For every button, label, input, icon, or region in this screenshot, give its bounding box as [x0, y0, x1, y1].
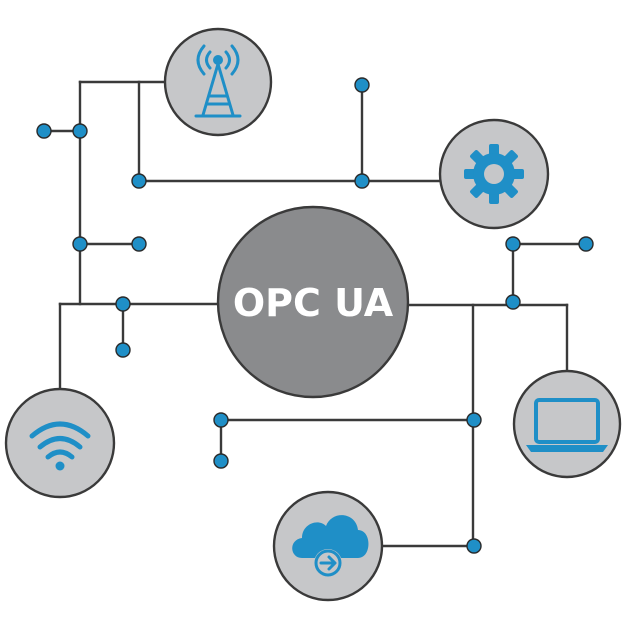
radio-tower-icon: [194, 44, 242, 118]
opc-ua-hub: OPC UA: [216, 205, 410, 399]
node-circle: [163, 27, 273, 137]
junction-dot: [131, 236, 147, 252]
junction-dots: [36, 77, 594, 554]
laptop-icon: [526, 398, 608, 452]
node-cloud: [272, 490, 384, 602]
junction-dot: [505, 236, 521, 252]
junction-dot: [466, 412, 482, 428]
junction-dot: [213, 412, 229, 428]
node-radio-tower: [163, 27, 273, 137]
junction-dot: [72, 236, 88, 252]
junction-dot: [213, 453, 229, 469]
junction-dot: [36, 123, 52, 139]
junction-dot: [115, 342, 131, 358]
node-gear: [438, 118, 550, 230]
junction-dot: [578, 236, 594, 252]
gear-icon: [464, 144, 524, 204]
junction-dot: [115, 296, 131, 312]
node-laptop: [512, 369, 622, 479]
wifi-icon: [29, 421, 91, 471]
junction-dot: [466, 538, 482, 554]
junction-dot: [72, 123, 88, 139]
node-circle: [512, 369, 622, 479]
junction-dot: [354, 173, 370, 189]
node-circle: [4, 387, 116, 499]
junction-dot: [354, 77, 370, 93]
hub-label: OPC UA: [233, 281, 394, 325]
cloud-arrow-icon: [292, 515, 369, 577]
node-wifi: [4, 387, 116, 499]
junction-dot: [131, 173, 147, 189]
junction-dot: [505, 294, 521, 310]
hub-circle: [216, 205, 410, 399]
